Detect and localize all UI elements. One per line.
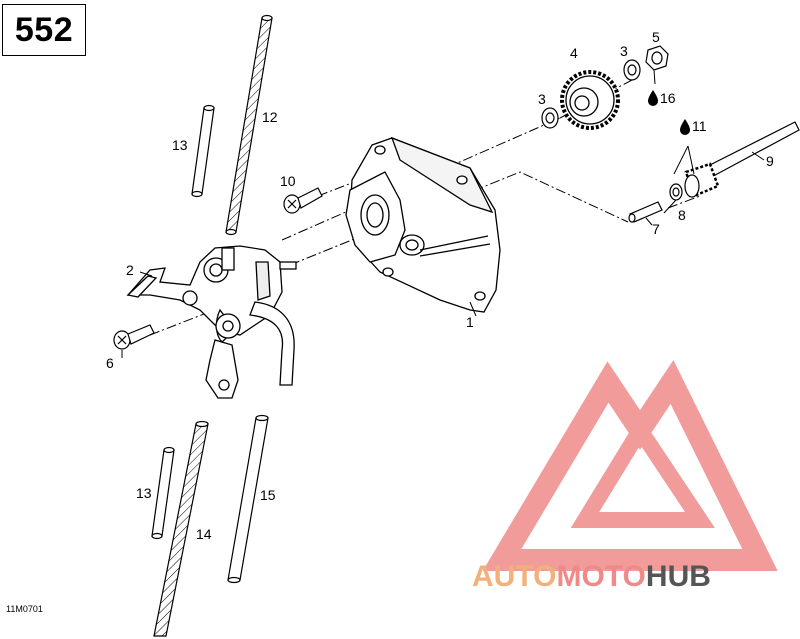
watermark-inner-shape [570,415,715,528]
oil-drop-icon [680,119,690,135]
callout-7: 7 [652,221,660,237]
callout-9: 9 [766,153,774,169]
callout-13-upper: 13 [172,137,188,153]
watermark-triangle-shape [482,360,778,571]
part-12-hose [225,14,273,236]
part-4-gear [560,70,620,130]
leader-lines [121,145,765,358]
watermark-text: AUTOMOTOHUB [472,560,711,593]
callout-3-upper: 3 [620,43,628,59]
callout-3-lower: 3 [538,91,546,107]
callout-12: 12 [262,109,278,125]
part-1-cover [345,136,501,313]
part-8-washer [669,183,683,201]
callout-8: 8 [678,207,686,223]
watermark-text-hub: HUB [646,560,711,593]
callout-10: 10 [280,173,296,189]
part-3-washer-upper [623,59,641,81]
callout-14: 14 [196,526,212,542]
part-15-hose [227,414,269,584]
watermark-logo [482,360,778,571]
part-10-screw [283,187,323,214]
callout-6: 6 [106,355,114,371]
diagram-page-number-box: 552 [2,4,86,56]
part-2-oil-pump-assembly [126,245,297,399]
diagram-reference-code: 11M0701 [6,604,43,614]
callout-16: 16 [660,90,676,106]
part-14-hose [153,420,209,637]
callout-1: 1 [466,314,474,330]
callout-13-lower: 13 [136,485,152,501]
part-13-hose-lower [151,446,175,540]
oil-drop-icon [648,90,658,106]
part-3-washer-lower [541,107,559,129]
part-13-hose-upper [191,104,215,198]
diagram-page-number: 552 [14,10,74,49]
callout-4: 4 [570,45,578,61]
callout-5: 5 [652,29,660,45]
part-7-pin [628,201,663,223]
watermark-text-auto: AUTO [472,560,556,593]
part-5-nut [645,45,669,85]
callout-2: 2 [126,262,134,278]
callout-15: 15 [260,487,276,503]
callout-11: 11 [692,118,707,134]
watermark-text-moto: MOTO [556,560,645,593]
part-6-screw [113,324,155,350]
